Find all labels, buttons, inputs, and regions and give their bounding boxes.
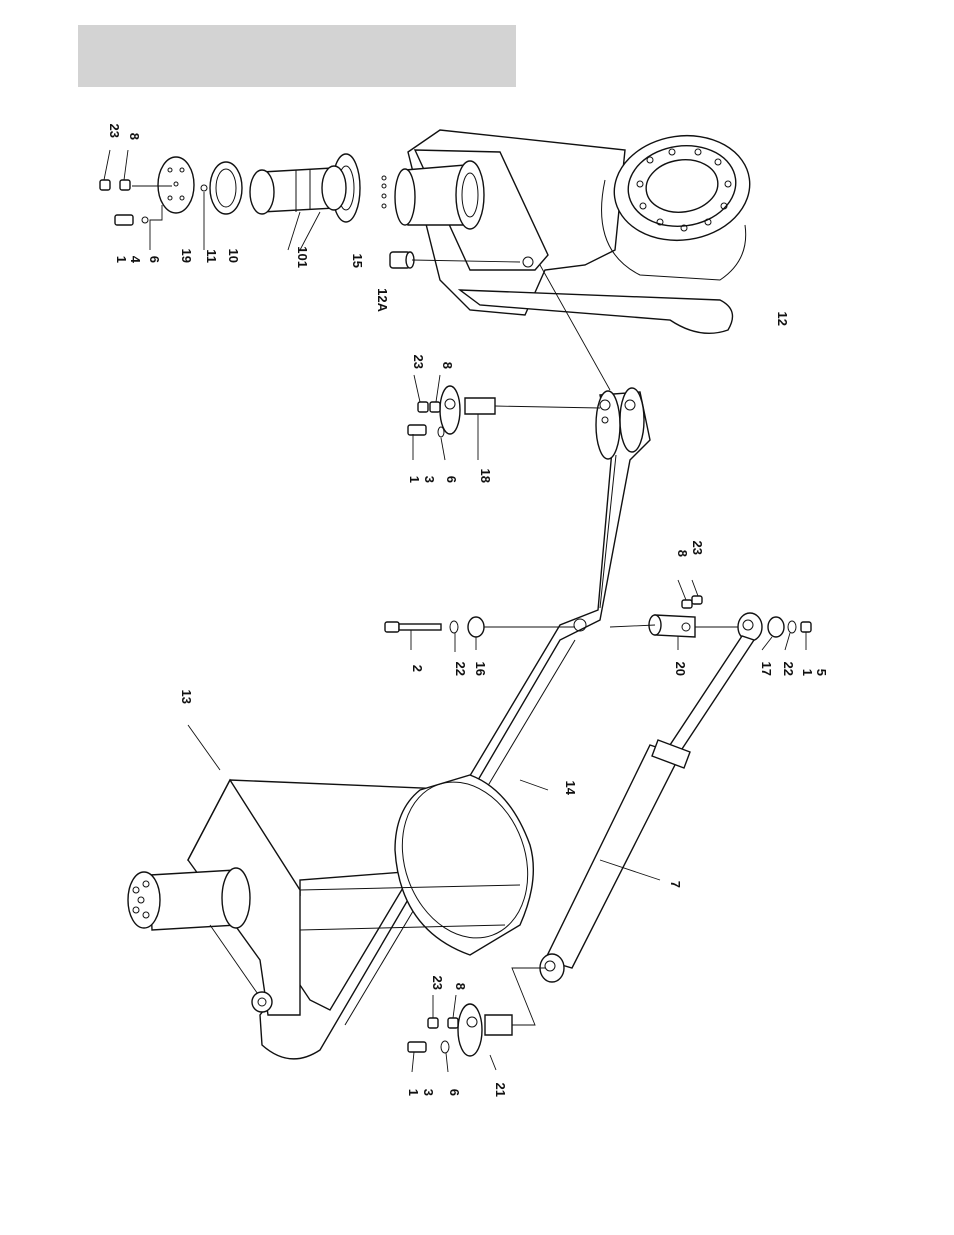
hardware-group-21	[408, 995, 458, 1072]
part-12-mounting-block	[382, 127, 757, 333]
part-7-cylinder	[540, 613, 762, 982]
callout-c-23b: 23	[411, 355, 426, 369]
part-2-bolt	[385, 622, 441, 650]
callout-c-14: 14	[563, 781, 578, 796]
part-20-bushing	[610, 615, 740, 650]
part-22-washer	[450, 621, 458, 652]
callout-c-1c: 1	[800, 669, 815, 676]
part-10-ring	[210, 162, 242, 214]
callout-c-1d: 1	[406, 1089, 421, 1096]
hardware-group-18	[408, 375, 445, 460]
callout-c-101: 101	[295, 246, 310, 268]
callout-c-21: 21	[493, 1083, 508, 1097]
callout-c-8b: 8	[440, 362, 455, 369]
callout-c-7: 7	[668, 881, 683, 888]
callout-c-8a: 8	[127, 133, 142, 140]
callout-c-19: 19	[179, 249, 194, 263]
callout-c-23a: 23	[107, 124, 122, 138]
part-21-pin	[458, 968, 546, 1070]
callout-c-5: 5	[814, 669, 829, 676]
callout-c-4: 4	[128, 256, 143, 264]
callout-c-6c: 6	[447, 1089, 462, 1096]
part-13-base	[128, 725, 549, 1015]
callout-c-23c: 23	[690, 541, 705, 555]
callout-c-2: 2	[410, 665, 425, 672]
callout-c-6a: 6	[147, 256, 162, 263]
callout-c-8c: 8	[675, 550, 690, 557]
callout-c-11: 11	[204, 249, 219, 263]
hardware-group-17	[762, 617, 811, 650]
callout-c-15: 15	[350, 254, 365, 268]
callout-c-22a: 22	[453, 662, 468, 676]
part-18-pin	[440, 386, 600, 460]
hardware-group-20	[678, 580, 702, 608]
callout-c-8d: 8	[453, 983, 468, 990]
callout-c-3a: 3	[422, 476, 437, 483]
callout-c-22b: 22	[781, 662, 796, 676]
part-14-arm	[260, 388, 650, 1059]
callout-c-20: 20	[673, 662, 688, 676]
callout-c-18: 18	[478, 469, 493, 483]
callout-c-1b: 1	[407, 476, 422, 483]
callout-c-23d: 23	[430, 976, 445, 990]
callout-c-12: 12	[775, 312, 790, 326]
callout-c-17: 17	[759, 662, 774, 676]
part-11-clip	[201, 185, 207, 250]
callout-c-1a: 1	[114, 256, 129, 263]
part-101-sleeve-bearings	[250, 166, 346, 250]
callout-c-16: 16	[473, 662, 488, 676]
callout-c-13: 13	[179, 690, 194, 704]
callout-c-10: 10	[226, 249, 241, 263]
callout-c-12a: 12A	[375, 288, 390, 312]
callout-c-6b: 6	[444, 476, 459, 483]
part-19-cover-plate	[158, 157, 194, 213]
callout-c-3b: 3	[421, 1089, 436, 1096]
